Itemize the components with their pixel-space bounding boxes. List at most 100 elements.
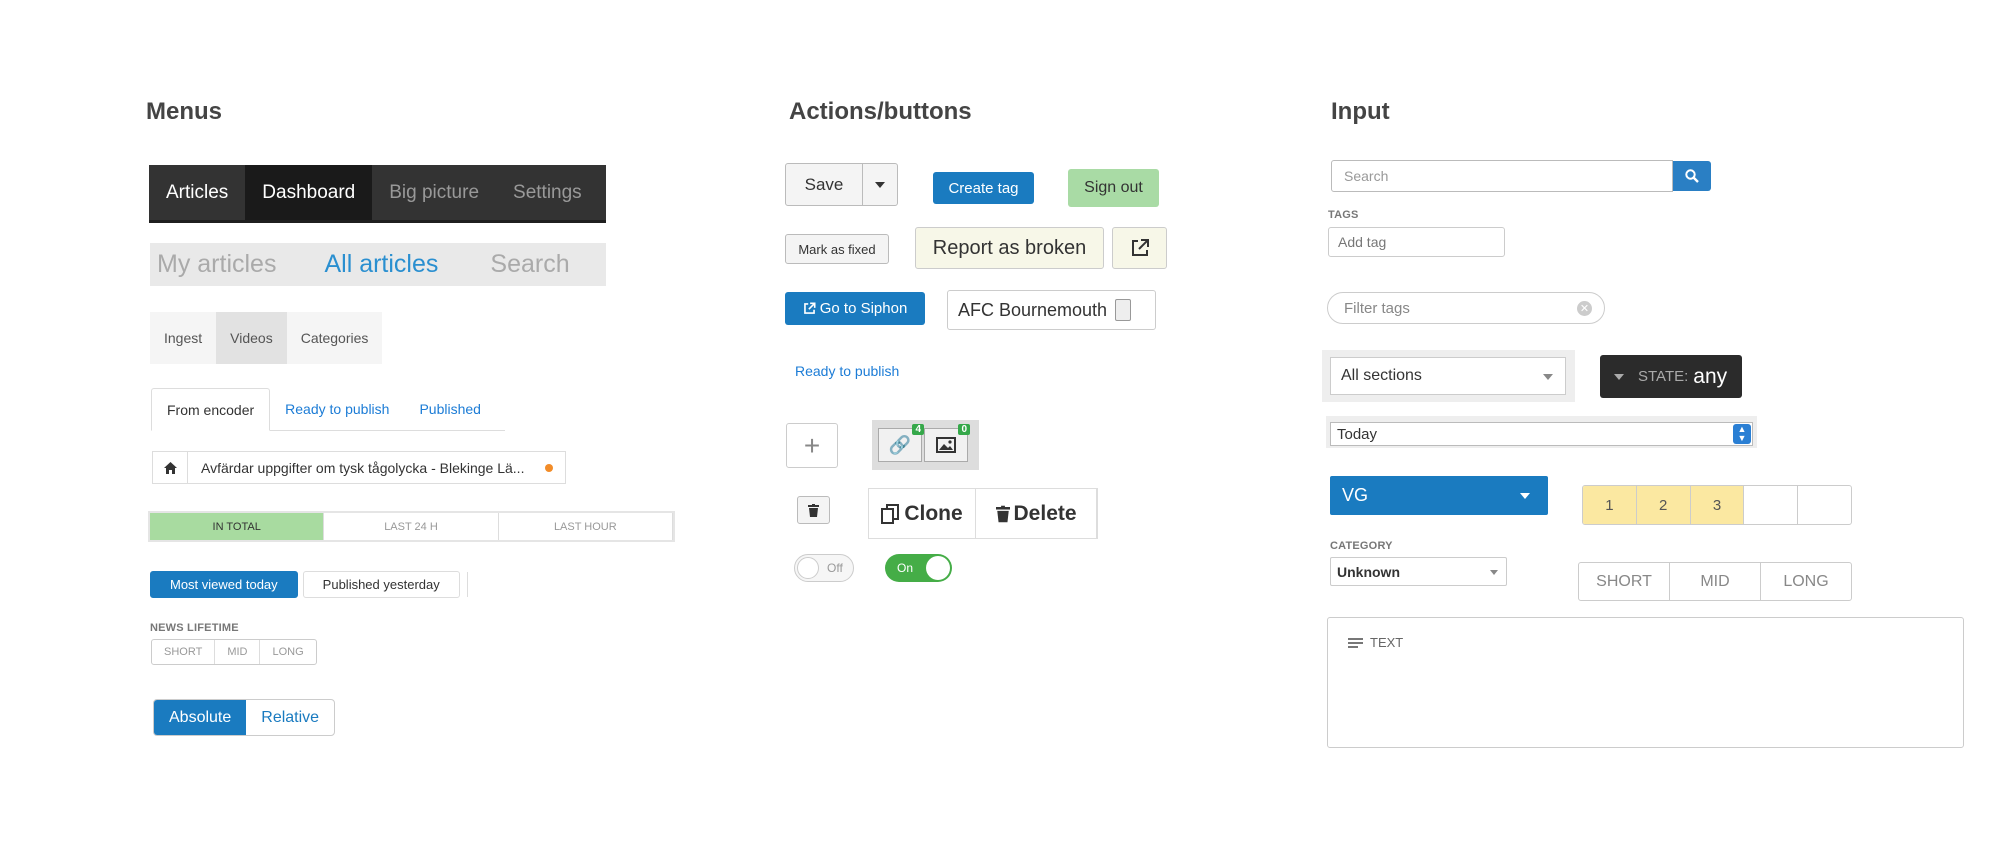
state-filter-button[interactable]: STATE: any [1600,355,1742,398]
images-button[interactable]: 0 [924,424,970,462]
nav-big-picture[interactable]: Big picture [389,181,480,203]
mark-as-fixed-button[interactable]: Mark as fixed [785,234,889,264]
tab-ingest[interactable]: Ingest [164,330,203,346]
image-icon [936,437,956,453]
media-tabs: Ingest Videos Categories [150,312,383,364]
toggle-on-label: On [897,561,914,575]
search-input[interactable]: Search [1331,160,1673,192]
save-button[interactable]: Save [786,164,863,205]
ready-to-publish-link[interactable]: Ready to publish [795,363,900,379]
length-short[interactable]: SHORT [1579,563,1670,600]
caret-down-icon [875,181,885,188]
nav-dashboard[interactable]: Dashboard [245,165,373,220]
length-long[interactable]: LONG [1783,572,1829,590]
length-mid[interactable]: MID [1670,563,1761,600]
attachments-group: 🔗 4 0 [872,420,979,470]
publication-select[interactable]: VG [1330,476,1548,515]
tab-published[interactable]: Published [419,401,481,417]
toggle-on[interactable]: On [885,554,952,582]
seg-last-24h[interactable]: LAST 24 H [324,513,499,540]
seg-in-total[interactable]: IN TOTAL [150,513,325,540]
nav-all-articles[interactable]: All articles [324,250,439,278]
absolute-button[interactable]: Absolute [154,700,247,735]
text-area[interactable]: TEXT [1327,617,1964,748]
number-option[interactable]: 1 [1583,486,1637,524]
category-select[interactable]: Unknown [1330,557,1507,586]
number-segment: 1 2 3 [1582,485,1852,525]
date-value: Today [1337,425,1378,443]
caret-down-icon [1614,373,1624,380]
home-icon[interactable] [153,452,188,483]
save-split-button: Save [785,163,898,206]
status-dot-icon [545,463,553,472]
number-option[interactable] [1798,486,1851,524]
breadcrumb-title[interactable]: Avfärdar uppgifter om tysk tågolycka - B… [201,459,525,476]
tags-label: TAGS [1328,209,1359,221]
add-button[interactable]: + [786,423,838,468]
actions-heading: Actions/buttons [789,98,972,125]
text-label: TEXT [1370,635,1404,650]
tab-videos[interactable]: Videos [216,312,287,364]
caret-down-icon [1490,570,1498,575]
toggle-off[interactable]: Off [794,554,854,582]
lifetime-long[interactable]: LONG [272,646,304,658]
stepper-icon[interactable]: ▲▼ [1733,424,1751,444]
tab-from-encoder[interactable]: From encoder [151,388,271,431]
create-tag-button[interactable]: Create tag [933,172,1034,204]
clone-button[interactable]: Clone [869,489,977,538]
sections-select[interactable]: All sections [1330,357,1566,395]
toggle-knob [797,557,819,579]
clear-icon[interactable]: ✕ [1577,301,1592,316]
sign-out-button[interactable]: Sign out [1068,169,1159,207]
number-option[interactable]: 3 [1690,486,1745,524]
report-as-broken-button[interactable]: Report as broken [915,227,1104,269]
afc-label: AFC Bournemouth [958,299,1108,320]
news-lifetime-segment: SHORT MID LONG [151,639,317,665]
divider [466,572,468,597]
seg-last-hour[interactable]: LAST HOUR [499,513,673,540]
number-option[interactable] [1744,486,1799,524]
tab-ready-to-publish[interactable]: Ready to publish [285,401,390,417]
published-yesterday-button[interactable]: Published yesterday [302,571,460,598]
input-heading: Input [1331,98,1390,125]
filter-placeholder: Filter tags [1344,299,1410,317]
nav-my-articles[interactable]: My articles [157,250,277,278]
tab-categories[interactable]: Categories [300,330,369,346]
trash-icon [995,505,1010,522]
trash-button[interactable] [797,496,830,524]
go-to-siphon-label: Go to Siphon [819,300,908,317]
add-tag-input[interactable]: Add tag [1328,227,1505,257]
save-dropdown-toggle[interactable] [863,164,897,205]
category-value: Unknown [1337,563,1400,580]
most-viewed-today-button[interactable]: Most viewed today [150,571,298,598]
totals-segment: IN TOTAL LAST 24 H LAST HOUR [148,511,675,542]
afc-bournemouth-button[interactable]: AFC Bournemouth [947,290,1156,330]
go-to-siphon-button[interactable]: Go to Siphon [785,292,925,325]
nav-search[interactable]: Search [490,250,570,278]
time-mode-toggle: Absolute Relative [153,699,336,736]
lifetime-mid[interactable]: MID [215,640,261,664]
images-count-badge: 0 [958,424,970,435]
relative-button[interactable]: Relative [261,708,320,726]
category-label: CATEGORY [1330,540,1393,552]
external-link-icon [803,302,816,314]
links-button[interactable]: 🔗 4 [878,424,924,462]
sections-value: All sections [1341,367,1422,384]
trash-icon [808,503,819,517]
caret-down-icon [1543,374,1553,380]
search-button[interactable] [1673,161,1711,191]
search-icon [1685,169,1699,183]
date-select[interactable]: Today ▲▼ [1330,422,1753,446]
nav-settings[interactable]: Settings [513,181,582,203]
lifetime-short[interactable]: SHORT [152,640,216,664]
view-buttons: Most viewed today Published yesterday [150,571,468,598]
filter-tags-input[interactable]: Filter tags ✕ [1327,292,1605,324]
external-link-button[interactable] [1112,227,1167,269]
links-count-badge: 4 [912,424,924,435]
external-link-icon [1131,239,1149,256]
delete-button[interactable]: Delete [976,489,1097,538]
clone-icon [881,503,900,524]
number-option[interactable]: 2 [1636,486,1691,524]
nav-articles[interactable]: Articles [166,181,229,203]
publication-value: VG [1342,485,1369,505]
